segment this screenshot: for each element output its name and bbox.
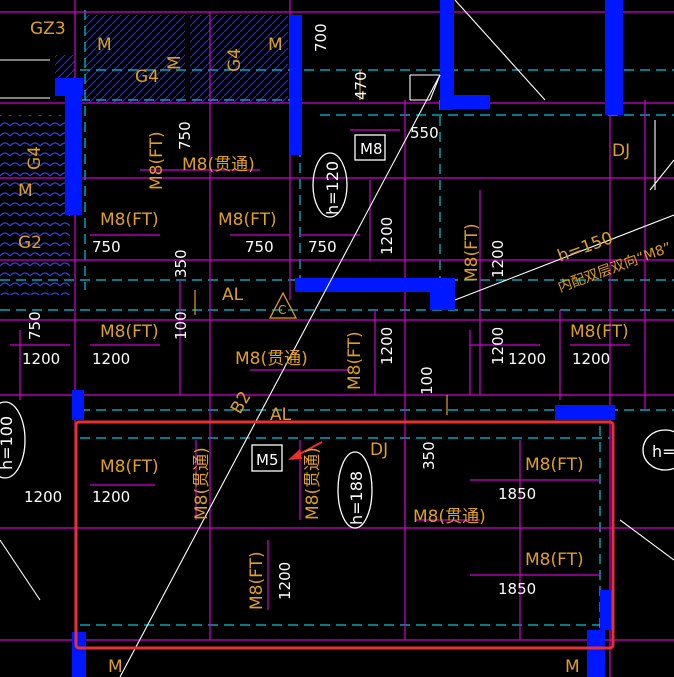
dim-1200-3: 1200 — [508, 350, 546, 368]
label-m8gt-5: M8(贯通) — [413, 507, 486, 527]
label-m-6: M — [565, 657, 580, 677]
label-m-3: M — [165, 55, 185, 70]
dim-350-2: 350 — [420, 441, 438, 470]
label-m8ft-2: M8(FT) — [100, 210, 159, 230]
label-al-2: AL — [270, 405, 292, 425]
dim-1850-1: 1850 — [498, 485, 536, 503]
label-m8ft-1: M8(FT) — [147, 131, 167, 190]
dim-1200-5: 1200 — [24, 488, 62, 506]
label-m8gt-2: M8(贯通) — [235, 349, 308, 369]
dim-550: 550 — [410, 124, 439, 142]
label-gz3: GZ3 — [30, 19, 66, 39]
label-m8ft-10: M8(FT) — [247, 551, 267, 610]
label-al-1: AL — [222, 285, 244, 305]
label-m8ft-11: M8(FT) — [525, 550, 584, 570]
label-h120: h=120 — [323, 161, 342, 215]
label-m8gt-1: M8(贯通) — [182, 155, 255, 175]
label-h100: h=100 — [0, 416, 16, 470]
label-m8ft-4: M8(FT) — [462, 223, 482, 282]
dim-100-1: 100 — [172, 311, 190, 340]
drawing-labels: GZ3 M M G4 M G4 700 470 550 M8 G4 M G2 M… — [0, 19, 674, 677]
label-g4-3: G4 — [25, 146, 45, 170]
label-h188: h=188 — [347, 471, 366, 525]
label-m5: M5 — [256, 451, 279, 469]
label-h-partial: h= — [652, 442, 674, 461]
dim-700: 700 — [312, 23, 330, 52]
label-m8ft-3: M8(FT) — [218, 210, 277, 230]
dim-750-3: 750 — [308, 238, 337, 256]
label-m-4: M — [18, 181, 33, 201]
label-m8ft-5: M8(FT) — [100, 322, 159, 342]
dim-750-v: 750 — [176, 121, 194, 150]
label-m8ft-6: M8(FT) — [345, 331, 365, 390]
label-g2: G2 — [18, 233, 42, 253]
dim-1200-v1: 1200 — [378, 217, 396, 255]
label-g4-1: G4 — [135, 67, 159, 87]
dim-1200-v2: 1200 — [489, 240, 507, 278]
label-m8gt-3: M8(贯通) — [192, 447, 212, 520]
label-m-1: M — [97, 35, 112, 55]
label-c: C — [278, 303, 286, 317]
dim-1200-v5: 1200 — [276, 562, 294, 600]
label-g4-2: G4 — [225, 48, 245, 72]
dim-100-2: 100 — [418, 366, 436, 395]
label-dj-1: DJ — [612, 141, 630, 161]
dimension-marks — [194, 70, 448, 415]
label-m8ft-7: M8(FT) — [570, 322, 629, 342]
label-m8-box: M8 — [360, 140, 383, 158]
label-m-5: M — [108, 657, 123, 677]
dim-1200-6: 1200 — [92, 488, 130, 506]
dim-1200-4: 1200 — [572, 350, 610, 368]
dim-750-1: 750 — [92, 238, 121, 256]
dim-750-2: 750 — [245, 238, 274, 256]
dim-1200-v4: 1200 — [489, 327, 507, 365]
dim-470: 470 — [352, 71, 370, 100]
dim-750-v2: 750 — [26, 311, 44, 340]
highlight-rectangle — [74, 420, 615, 650]
dim-1200-2: 1200 — [92, 350, 130, 368]
wall-fills — [55, 0, 623, 677]
label-m8ft-8: M8(FT) — [100, 457, 159, 477]
dim-1200-v3: 1200 — [378, 327, 396, 365]
dim-1850-2: 1850 — [498, 580, 536, 598]
arrow-icon — [288, 441, 323, 460]
opening-boxes — [251, 134, 386, 472]
section-marker-c — [268, 291, 298, 319]
dim-350-1: 350 — [172, 249, 190, 278]
callout-ellipses — [0, 152, 674, 529]
dim-1200-1: 1200 — [22, 350, 60, 368]
label-m8ft-9: M8(FT) — [525, 455, 584, 475]
label-dj-2: DJ — [370, 440, 388, 460]
label-m-2: M — [268, 35, 283, 55]
label-m8gt-4: M8(贯通) — [303, 447, 323, 520]
